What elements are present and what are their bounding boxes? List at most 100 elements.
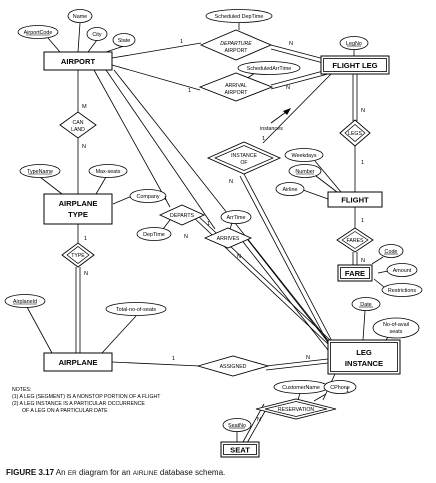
line-date bbox=[362, 310, 366, 341]
card-arr-airport: 1 bbox=[188, 88, 191, 94]
line-airportcode bbox=[47, 37, 61, 53]
entity-seat-label: SEAT bbox=[230, 446, 250, 455]
attr-company bbox=[129, 189, 167, 203]
attr-no-of-avail-label-1: No-of-avail bbox=[383, 322, 409, 328]
rel-departure-airport: DEPARTURE AIRPORT bbox=[199, 29, 273, 61]
line-departs-airport bbox=[93, 69, 171, 208]
line-assigned-inst-a bbox=[265, 358, 329, 367]
line-arr-leg-a bbox=[270, 69, 328, 86]
line-instof-inst-b bbox=[239, 175, 330, 346]
rel-instance-of-label-2: OF bbox=[240, 160, 247, 166]
card-legs-leg: N bbox=[361, 108, 365, 114]
attr-scheduled-arrtime bbox=[237, 61, 301, 75]
rel-type-label: TYPE bbox=[71, 253, 85, 259]
figure-caption: FIGURE 3.17 An ER diagram for an AIRLINE… bbox=[6, 468, 225, 477]
line-arrives-airport bbox=[105, 69, 216, 230]
rel-instance-of-label-1: INSTANCE bbox=[231, 153, 257, 159]
line-arrives-inst-a bbox=[239, 237, 329, 351]
line-amount bbox=[377, 270, 389, 274]
attr-state bbox=[112, 33, 136, 47]
card-departs-inst: N bbox=[184, 234, 188, 240]
line-assigned-inst-b bbox=[265, 362, 329, 371]
rel-legs-label: LEGS bbox=[348, 131, 362, 137]
line-resv-seat-b bbox=[246, 405, 269, 444]
caption-airline: AIRLINE bbox=[132, 470, 158, 477]
line-totalseats bbox=[101, 315, 137, 354]
rel-arrival-airport-label-1: ARRIVAL bbox=[225, 83, 247, 89]
entity-seat: SEAT bbox=[220, 441, 260, 458]
line-name bbox=[77, 22, 81, 53]
attr-city-label: City bbox=[92, 32, 102, 38]
entity-airplane: AIRPLANE bbox=[43, 352, 113, 372]
entity-airplane-type: AIRPLANE TYPE bbox=[43, 193, 113, 225]
rel-departure-airport-label-2: AIRPORT bbox=[225, 48, 249, 54]
entity-airplane-type-label-2: TYPE bbox=[68, 210, 88, 219]
card-canland-type: N bbox=[82, 144, 86, 150]
notes: NOTES: (1) A LEG (SEGMENT) IS A NONSTOP … bbox=[12, 387, 161, 414]
notes-heading: NOTES: bbox=[12, 387, 31, 393]
caption-text-1: An bbox=[55, 468, 66, 477]
attr-arrtime-label: ArrTime bbox=[227, 215, 246, 221]
entity-fare-label: FARE bbox=[345, 269, 365, 278]
card-instof-inst: N bbox=[229, 179, 233, 185]
line-dep-leg-a bbox=[270, 44, 329, 61]
card-dep-airport: 1 bbox=[180, 39, 183, 45]
rel-departure-airport-label-1: DEPARTURE bbox=[220, 41, 252, 47]
rel-departs-label: DEPARTS bbox=[170, 213, 195, 219]
caption-text-2: diagram for an bbox=[78, 468, 131, 477]
line-instof-inst-a bbox=[243, 173, 334, 344]
card-resv-inst: 1 bbox=[346, 388, 349, 394]
line-assigned-airplane bbox=[111, 361, 201, 367]
attr-city bbox=[86, 27, 108, 41]
line-airline bbox=[302, 189, 329, 200]
line-typename bbox=[39, 176, 63, 195]
card-type-airplane: N bbox=[84, 271, 88, 277]
attr-typename-label: TypeName bbox=[27, 169, 53, 175]
attr-date-label: Date bbox=[360, 302, 371, 308]
attr-arrtime bbox=[220, 210, 252, 224]
card-canland-airport: M bbox=[82, 104, 87, 110]
card-departs-airport: 1 bbox=[164, 196, 167, 202]
attr-number-label: Number bbox=[295, 169, 314, 175]
attr-cphone-label: CPhone bbox=[330, 385, 349, 391]
attr-restrictions bbox=[381, 283, 423, 297]
line-dep-airport bbox=[111, 42, 202, 59]
entity-leg-instance-label-1: LEG bbox=[356, 348, 372, 357]
entity-airport: AIRPORT bbox=[43, 51, 113, 71]
entity-flight-leg: FLIGHT LEG bbox=[320, 55, 390, 75]
rel-can-land-label-1: CAN bbox=[73, 120, 84, 126]
attr-customername-label: CustomerName bbox=[282, 385, 320, 391]
card-assigned-airplane: 1 bbox=[172, 356, 175, 362]
line-instof-leg bbox=[262, 70, 335, 144]
line-weekdays bbox=[314, 160, 342, 193]
attr-max-seats-label: Max-seats bbox=[96, 169, 121, 175]
entity-leg-instance-label-2: INSTANCE bbox=[345, 359, 383, 368]
line-number bbox=[315, 175, 338, 193]
line-city bbox=[87, 39, 98, 53]
card-arrives-inst: N bbox=[237, 254, 241, 260]
rel-instance-of: INSTANCE OF bbox=[206, 141, 282, 175]
rel-arrival-airport-label-2: AIRPORT bbox=[225, 90, 249, 96]
rel-departs: DEPARTS bbox=[158, 204, 206, 226]
attr-weekdays-label: Weekdays bbox=[291, 153, 316, 159]
attr-weekdays bbox=[284, 148, 324, 162]
attr-airportcode-label: AirportCode bbox=[24, 30, 53, 36]
line-code bbox=[371, 256, 384, 265]
line-dep-leg-b bbox=[270, 48, 328, 65]
notes-line-2: (2) A LEG INSTANCE IS A PARTICULAR OCCUR… bbox=[12, 401, 145, 407]
caption-er: ER bbox=[67, 470, 77, 477]
attr-seatno-label: SeatNo bbox=[228, 423, 246, 429]
card-legs-flight: 1 bbox=[361, 160, 364, 166]
rel-fares: FARES bbox=[336, 227, 374, 253]
rel-reservation-label: RESERVATION bbox=[278, 407, 315, 413]
caption-text-3: database schema. bbox=[159, 468, 226, 477]
rel-can-land: CAN LAND bbox=[59, 111, 97, 139]
card-instof-leg: 1 bbox=[262, 136, 265, 142]
line-arrives-inst-b bbox=[243, 234, 332, 347]
attr-deptime bbox=[136, 227, 172, 241]
attr-name bbox=[67, 9, 93, 23]
attr-no-of-avail-seats bbox=[372, 317, 420, 339]
line-arrtime bbox=[229, 222, 233, 230]
line-restrictions bbox=[373, 278, 385, 288]
notes-line-3: OF A LEG ON A PARTICULAR DATE bbox=[22, 408, 108, 414]
